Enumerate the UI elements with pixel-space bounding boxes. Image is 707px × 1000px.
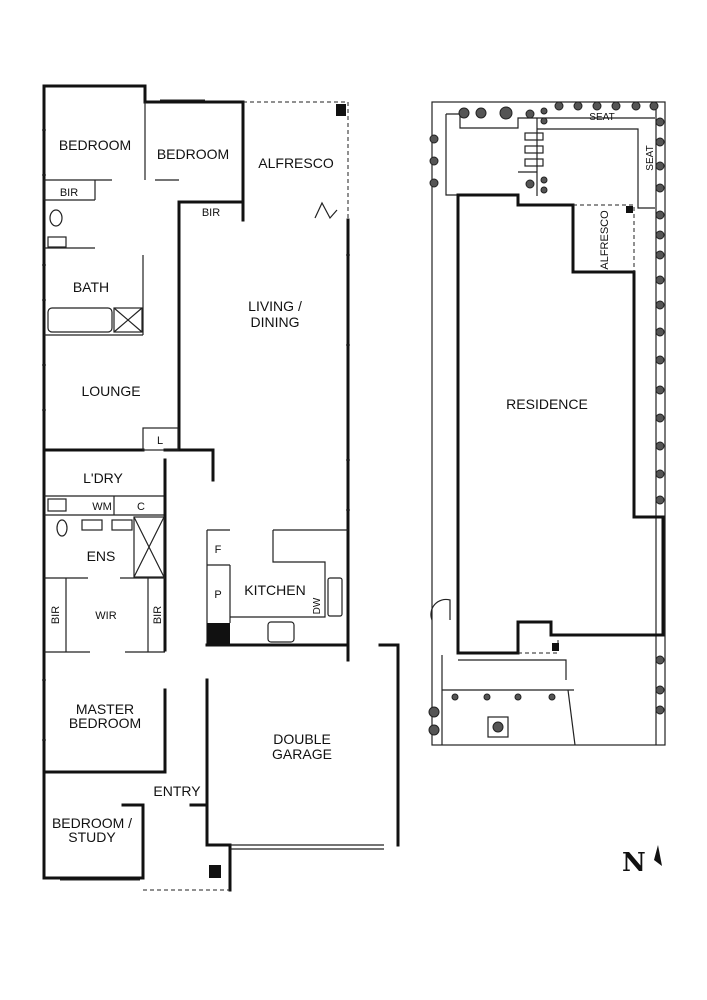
label-alfresco: ALFRESCO: [258, 155, 334, 171]
label-site-alfresco: ALFRESCO: [599, 210, 611, 270]
label-linen: L: [157, 435, 163, 447]
label-bir-3: BIR: [50, 606, 62, 624]
site-plan: [430, 101, 666, 746]
label-garage-1: DOUBLE: [273, 731, 331, 747]
label-living-1: LIVING /: [248, 298, 302, 314]
label-study-2: STUDY: [68, 829, 116, 845]
label-garage-2: GARAGE: [272, 746, 332, 762]
label-wm: WM: [92, 501, 112, 513]
label-living-2: DINING: [251, 314, 300, 330]
label-bir-1: BIR: [60, 187, 78, 199]
label-pantry: P: [214, 589, 221, 601]
label-master-2: BEDROOM: [69, 715, 141, 731]
label-lounge: LOUNGE: [81, 383, 140, 399]
label-seat-1: SEAT: [589, 112, 614, 123]
label-bedroom-2: BEDROOM: [157, 146, 229, 162]
label-residence: RESIDENCE: [506, 396, 588, 412]
label-c: C: [137, 501, 145, 513]
label-bedroom-1: BEDROOM: [59, 137, 131, 153]
windows: [42, 99, 350, 881]
label-wir: WIR: [95, 610, 116, 622]
floor-plan-walls: [42, 84, 400, 892]
label-bir-2: BIR: [202, 207, 220, 219]
label-seat-2: SEAT: [645, 145, 656, 170]
label-bath: BATH: [73, 279, 109, 295]
label-bir-4: BIR: [152, 606, 164, 624]
label-study-1: BEDROOM /: [52, 815, 132, 831]
north-arrow-icon: [654, 845, 662, 866]
label-dw: DW: [312, 597, 323, 614]
label-entry: ENTRY: [153, 783, 201, 799]
label-master-1: MASTER: [76, 701, 134, 717]
room-labels: BEDROOM BEDROOM ALFRESCO BIR BIR BATH LI…: [50, 112, 656, 845]
north-arrow: N: [622, 845, 662, 878]
label-ens: ENS: [87, 548, 116, 564]
label-kitchen: KITCHEN: [244, 582, 305, 598]
label-fridge: F: [215, 544, 222, 556]
label-laundry: L'DRY: [83, 470, 123, 486]
site-trees: [428, 101, 665, 736]
north-label: N: [622, 848, 646, 878]
